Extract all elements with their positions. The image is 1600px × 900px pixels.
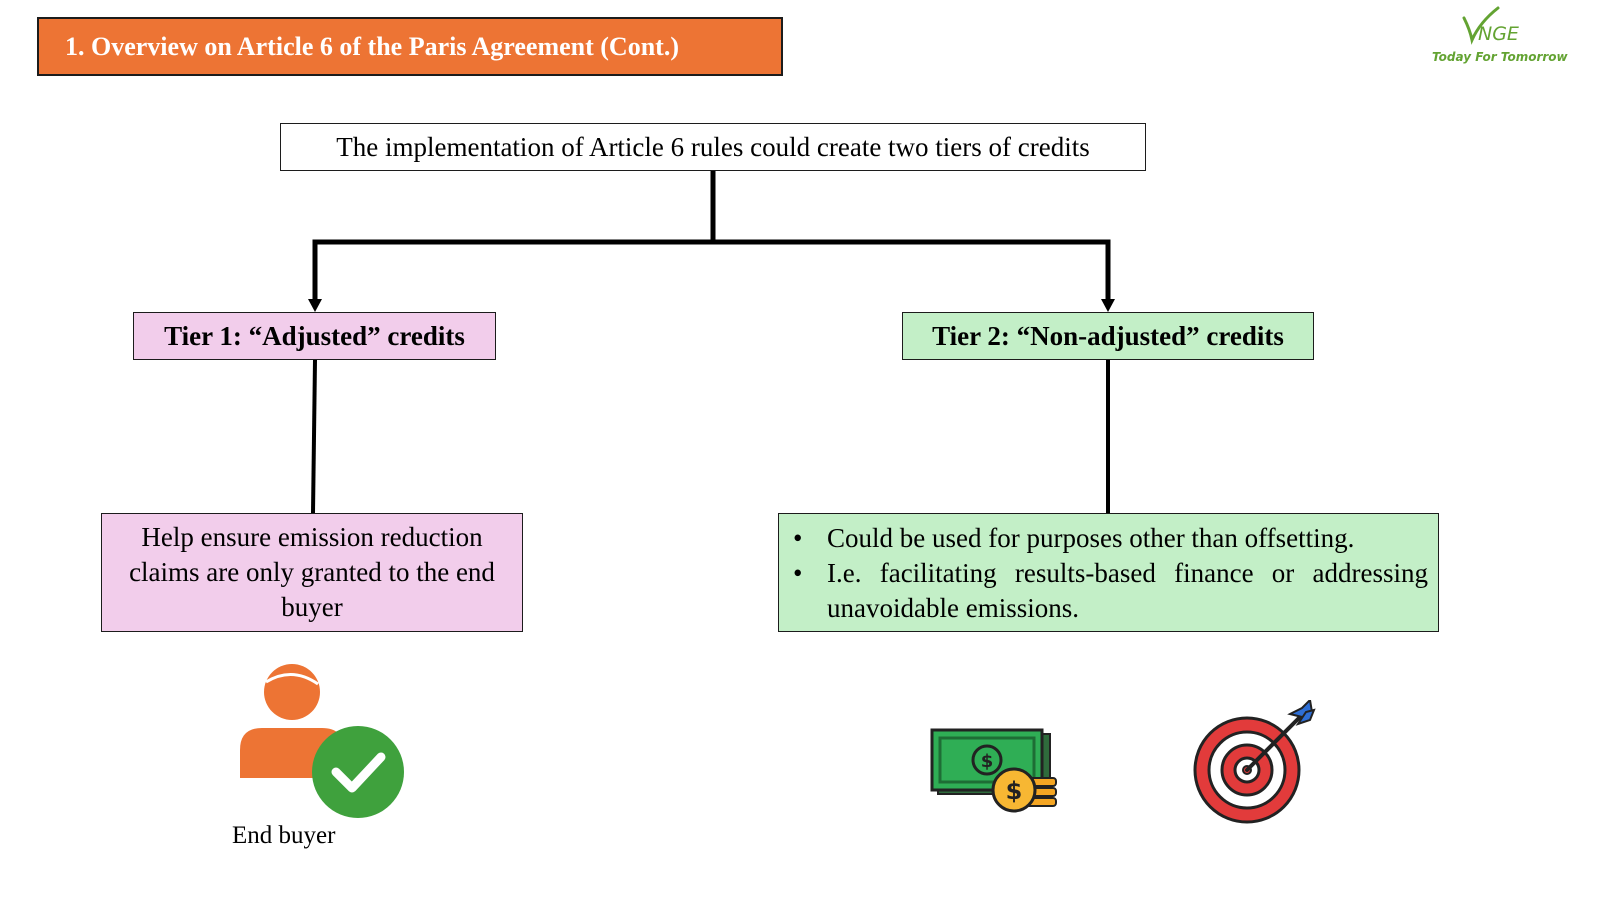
- tier1-description-box: Help ensure emission reduction claims ar…: [101, 513, 523, 632]
- tier2-node: Tier 2: “Non-adjusted” credits: [902, 312, 1314, 360]
- vnge-logo: NGE: [1462, 6, 1519, 45]
- tier1-description: Help ensure emission reduction claims ar…: [129, 522, 495, 622]
- tier2-bullet: •Could be used for purposes other than o…: [793, 523, 1355, 553]
- end-buyer-checkmark-icon: [240, 664, 404, 818]
- slide-title: 1. Overview on Article 6 of the Paris Ag…: [65, 31, 679, 61]
- tier2-bullet: •I.e. facilitating results-based finance…: [793, 558, 1428, 623]
- tier2-bullet-text: I.e. facilitating results-based finance …: [827, 558, 1428, 623]
- svg-text:NGE: NGE: [1478, 23, 1519, 45]
- svg-text:$: $: [1006, 777, 1023, 805]
- tier1-node: Tier 1: “Adjusted” credits: [133, 312, 496, 360]
- logo-tagline: Today For Tomorrow: [1432, 50, 1568, 64]
- tier1-label: Tier 1: “Adjusted” credits: [164, 320, 465, 351]
- end-buyer-caption: End buyer: [232, 822, 336, 849]
- tier2-description-box: •Could be used for purposes other than o…: [778, 513, 1439, 632]
- target-icon: [1193, 700, 1316, 824]
- tier2-bullet-list: •Could be used for purposes other than o…: [787, 521, 1428, 626]
- slide-title-bar: 1. Overview on Article 6 of the Paris Ag…: [37, 17, 783, 76]
- tier2-bullet-text: Could be used for purposes other than of…: [827, 523, 1355, 553]
- svg-text:$: $: [981, 751, 994, 772]
- tier2-label: Tier 2: “Non-adjusted” credits: [932, 320, 1284, 351]
- root-node: The implementation of Article 6 rules co…: [280, 123, 1146, 171]
- money-icon: $ $: [930, 728, 1057, 813]
- root-node-text: The implementation of Article 6 rules co…: [336, 131, 1090, 162]
